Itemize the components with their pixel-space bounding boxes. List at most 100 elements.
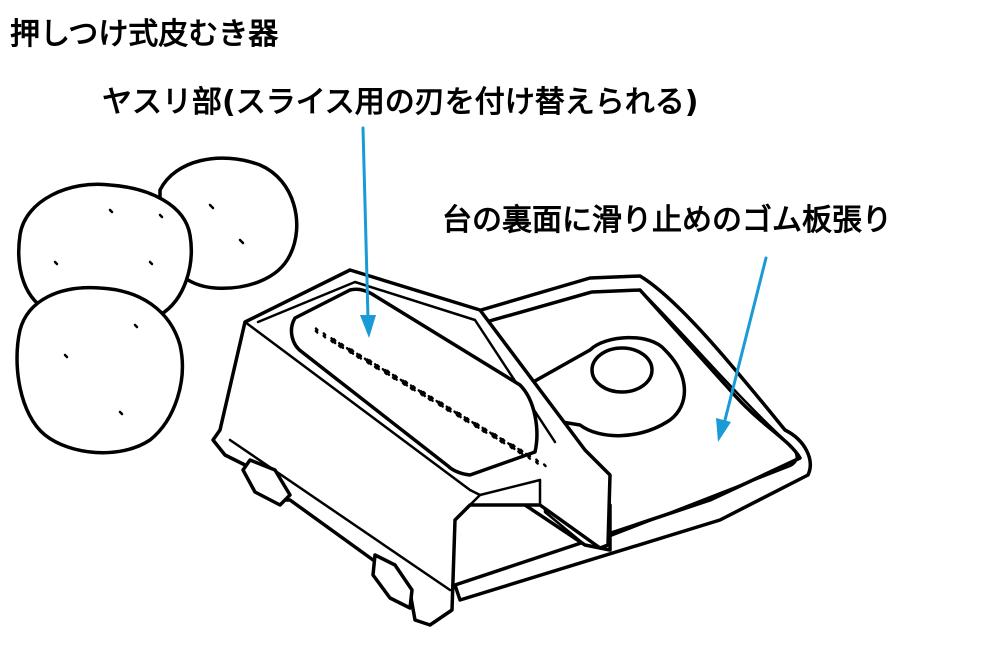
rasp-dot [463, 416, 468, 420]
rasp-dot [465, 419, 470, 424]
base-plate-inner-edge [438, 288, 798, 542]
rasp-dot [340, 345, 345, 350]
rasp-dot [481, 429, 486, 433]
rasp-dot [517, 450, 521, 455]
rasp-dot [391, 376, 396, 381]
rasp-dot [473, 421, 478, 426]
rasp-dot [422, 390, 427, 395]
rasp-dot [412, 385, 416, 389]
rasp-dot [447, 408, 452, 413]
rasp-dot [517, 447, 522, 452]
handle-hole [590, 346, 654, 394]
rasp-dot [527, 456, 532, 460]
rasp-dot [356, 352, 360, 357]
rasp-dot [345, 346, 350, 351]
rasp-dot [491, 434, 496, 439]
rasp-dot [340, 342, 345, 347]
rasp-dot [471, 421, 476, 425]
rasp-dot [399, 378, 404, 383]
rasp-dot [447, 406, 452, 411]
rasp-dot [373, 365, 378, 370]
potato-eyes [53, 203, 245, 416]
rasp-dot [445, 405, 450, 410]
rasp-dot [519, 451, 524, 455]
rasp-dot [366, 358, 370, 363]
rasp-dot [386, 369, 391, 374]
base-plate-outline [428, 274, 812, 602]
rasp-dot [499, 437, 504, 442]
rasp-dot [455, 411, 460, 416]
rasp-dot [476, 422, 480, 427]
rasp-dot [535, 458, 539, 463]
rasp-dot [373, 363, 378, 367]
rasp-dot [384, 368, 388, 373]
rasp-dot [419, 392, 424, 397]
body-front-edge [243, 320, 542, 497]
potato-front [15, 285, 185, 455]
rasp-dot [445, 407, 450, 412]
rasp-dot [525, 452, 529, 457]
rasp-dot [368, 359, 373, 363]
rasp-dot [519, 448, 524, 453]
rasp-dot [332, 340, 337, 345]
rasp-dot [507, 442, 511, 446]
rasp-dot [427, 397, 432, 402]
diagram-title: 押しつけ式皮むき器 [10, 17, 279, 52]
rasp-dot [404, 380, 409, 385]
rasp-dot [348, 350, 352, 354]
rasp-dot [427, 394, 432, 399]
rasp-dot [435, 399, 440, 404]
rasp-dot [481, 426, 486, 431]
rasp-dot [535, 460, 539, 465]
body-front-lip [453, 478, 542, 522]
rasp-dot [499, 439, 504, 444]
rasp-dot [473, 424, 478, 429]
rasp-dot [511, 446, 516, 451]
rasp-dot [409, 384, 414, 389]
rasp-dot [509, 445, 514, 450]
rasp-dot [463, 418, 468, 423]
rasp-dot [355, 355, 360, 359]
rasp-dot [542, 463, 547, 468]
rasp-dot [366, 360, 370, 365]
rasp-dot [330, 337, 335, 341]
rasp-dot [491, 432, 496, 437]
leader-arrow-rubber [716, 418, 731, 442]
rasp-dot [422, 393, 426, 398]
label-file-part: ヤスリ部(スライス用の刃を付け替えられる) [102, 85, 699, 120]
rasp-dot [437, 403, 442, 407]
rasp-dot [386, 372, 391, 376]
rasp-dot [391, 373, 396, 378]
rasp-dot [430, 395, 434, 400]
rasp-dot [363, 357, 368, 362]
hinge-tab-left [241, 458, 292, 507]
rasp-dot [511, 443, 516, 448]
rasp-area [289, 287, 547, 477]
rasp-dot [401, 381, 406, 386]
rasp-dot [381, 368, 386, 372]
rasp-dots [314, 327, 547, 468]
leader-line-file [361, 126, 370, 320]
rasp-dot [489, 431, 493, 436]
rasp-dot [314, 329, 319, 334]
rasp-dot [493, 435, 498, 440]
rasp-dot [493, 433, 498, 437]
rasp-dot [440, 403, 444, 408]
leader-lines [360, 126, 768, 442]
rasp-dot [383, 371, 388, 376]
rasp-dot [417, 389, 422, 394]
rasp-dot [409, 386, 414, 391]
leader-arrow-file [360, 315, 376, 338]
rasp-dot [322, 334, 327, 339]
rasp-dot [453, 410, 458, 415]
rasp-dot [337, 344, 342, 349]
rasp-outline [289, 287, 539, 477]
rasp-dot [429, 398, 434, 402]
rasp-dot [314, 327, 319, 332]
rasp-dot [338, 342, 342, 346]
rasp-dot [437, 400, 442, 405]
potato-back [158, 156, 299, 290]
label-rubber-base: 台の裏面に滑り止めのゴム板張り [442, 203, 892, 238]
